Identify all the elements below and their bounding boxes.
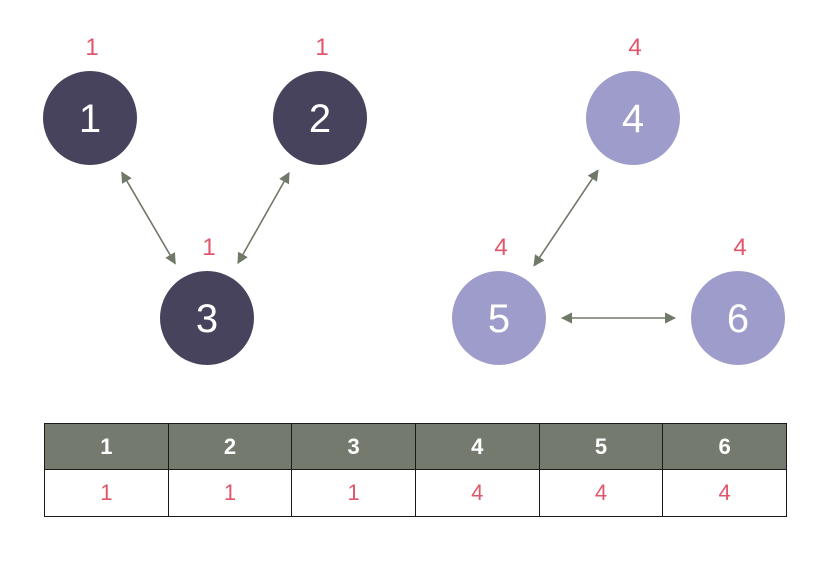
- node-1: 11: [43, 34, 137, 165]
- table-value-cell: 4: [414, 469, 540, 517]
- node-label: 5: [488, 297, 510, 341]
- node-circle: [160, 271, 254, 365]
- table-value-cell: 4: [662, 469, 787, 517]
- table-value-cell: 4: [538, 469, 664, 517]
- node-parent-value: 4: [628, 34, 641, 61]
- node-5: 54: [452, 234, 546, 365]
- node-circle: [43, 71, 137, 165]
- table-header-cell: 3: [291, 423, 416, 470]
- table-header-cell: 1: [44, 423, 169, 470]
- node-parent-value: 1: [202, 234, 215, 261]
- table-value-cell: 1: [167, 469, 293, 517]
- node-3: 31: [160, 234, 254, 365]
- table-header-cell: 2: [167, 423, 293, 470]
- table-header-cell: 4: [414, 423, 540, 470]
- edge-4-5: [533, 169, 599, 267]
- edge-1-3: [121, 171, 176, 265]
- node-4: 44: [586, 34, 680, 165]
- node-2: 21: [273, 34, 367, 165]
- table-value-cell: 1: [44, 469, 169, 517]
- node-circle: [586, 71, 680, 165]
- node-circle: [273, 71, 367, 165]
- node-circle: [691, 271, 785, 365]
- node-label: 3: [196, 297, 218, 341]
- node-circle: [452, 271, 546, 365]
- node-label: 4: [622, 97, 644, 141]
- node-parent-value: 4: [494, 234, 507, 261]
- table-header-cell: 6: [662, 423, 787, 470]
- node-parent-value: 1: [315, 34, 328, 61]
- node-parent-value: 1: [85, 34, 98, 61]
- node-6: 64: [691, 234, 785, 365]
- node-label: 2: [309, 97, 331, 141]
- node-label: 1: [79, 97, 101, 141]
- table-value-cell: 1: [291, 469, 416, 517]
- edge-2-3: [237, 171, 290, 265]
- table-header-cell: 5: [538, 423, 664, 470]
- edges: [121, 169, 677, 324]
- node-parent-value: 4: [733, 234, 746, 261]
- node-label: 6: [727, 297, 749, 341]
